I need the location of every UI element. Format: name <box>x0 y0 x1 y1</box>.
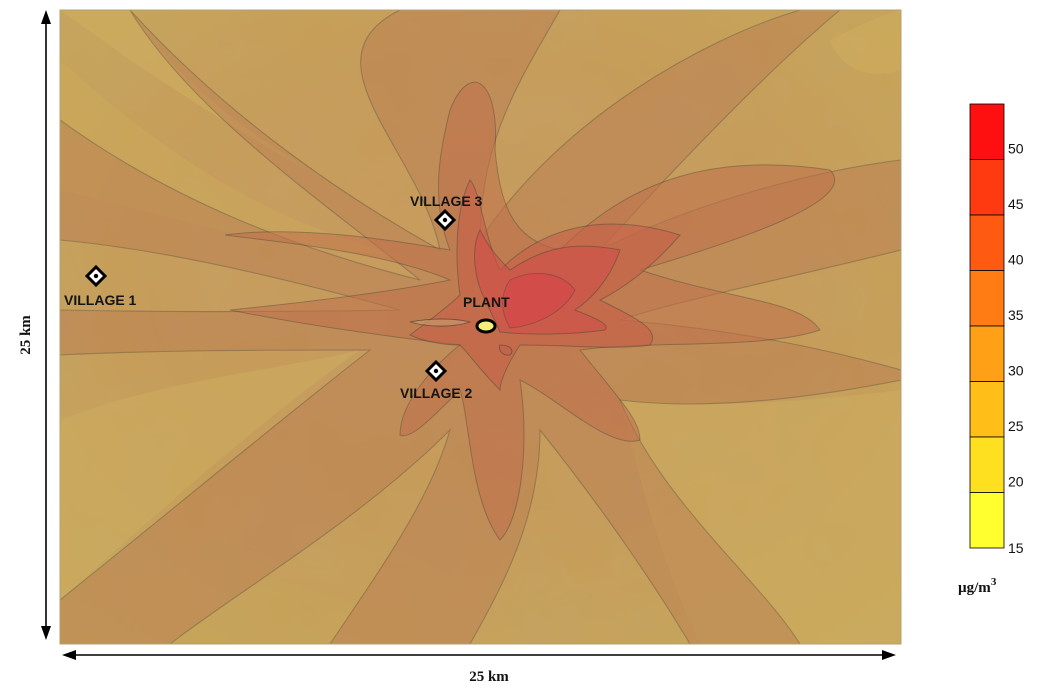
plume-small-lobe-below <box>499 344 513 356</box>
legend-tick-label: 40 <box>1008 252 1024 268</box>
plant-label: PLANT <box>463 294 510 310</box>
legend-swatch <box>969 325 1005 382</box>
village-1-marker <box>84 264 108 288</box>
horizontal-scale-label: 25 km <box>469 669 509 685</box>
outer-zone-bottom-left <box>60 350 360 600</box>
legend-swatch <box>969 381 1005 438</box>
village-2-marker <box>424 359 448 383</box>
plume-contour-core <box>502 273 576 329</box>
legend-swatch <box>969 492 1005 549</box>
legend-swatch <box>969 270 1005 327</box>
village-1-label: VILLAGE 1 <box>64 292 137 308</box>
vertical-scale-label: 25 km <box>18 315 34 355</box>
legend-tick-labels: 50 45 40 35 30 25 20 15 <box>1008 141 1024 557</box>
village-3-label: VILLAGE 3 <box>410 193 483 209</box>
vertical-scale-arrow <box>41 10 51 640</box>
legend-swatch <box>969 214 1005 271</box>
village-3-marker <box>433 208 457 232</box>
legend-swatch <box>969 103 1005 160</box>
village-2-label: VILLAGE 2 <box>400 385 473 401</box>
map-frame <box>59 9 902 645</box>
legend-tick-label: 30 <box>1008 363 1024 379</box>
legend-swatch <box>969 159 1005 216</box>
outer-zone-top-right <box>830 10 901 74</box>
legend-tick-label: 20 <box>1008 474 1024 490</box>
horizontal-scale-arrow <box>62 650 896 660</box>
legend-tick-label: 50 <box>1008 141 1024 157</box>
legend-tick-label: 35 <box>1008 307 1024 323</box>
legend-unit-label: µg/m3 <box>958 576 997 596</box>
plume-small-lobe-left <box>409 318 472 327</box>
outer-zone-left <box>60 60 400 255</box>
plant-marker <box>475 318 497 334</box>
outer-zone-top-left <box>60 10 420 220</box>
legend-swatch <box>969 436 1005 493</box>
legend-tick-label: 15 <box>1008 540 1024 556</box>
concentration-legend <box>969 103 1005 549</box>
legend-tick-label: 45 <box>1008 196 1024 212</box>
legend-tick-label: 25 <box>1008 418 1024 434</box>
outer-zone-bottom-right <box>620 390 901 644</box>
